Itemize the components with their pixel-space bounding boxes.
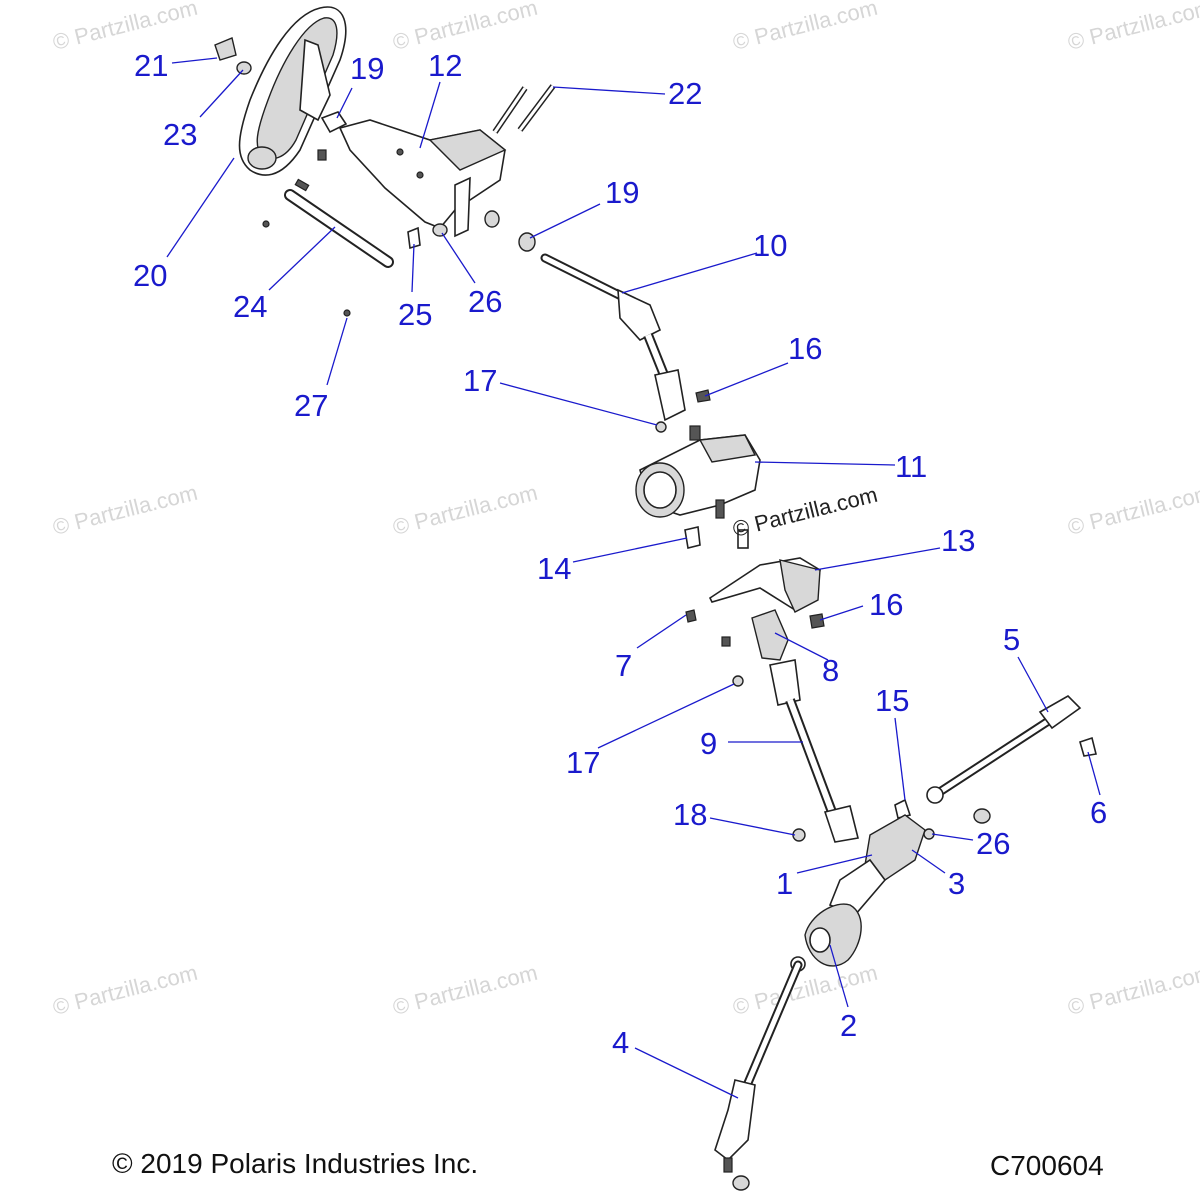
bolt-part-7 — [685, 609, 697, 623]
callout-17: 17 — [463, 363, 497, 398]
callout-17: 17 — [566, 745, 600, 780]
callout-26: 26 — [976, 826, 1010, 861]
bushing-part-19 — [320, 111, 348, 134]
callout-5: 5 — [1003, 622, 1020, 657]
callout-4: 4 — [612, 1025, 629, 1060]
callout-14: 14 — [537, 551, 571, 586]
callout-26: 26 — [468, 284, 502, 319]
mount-bracket-part — [708, 557, 821, 613]
nut-part-6 — [1079, 736, 1097, 757]
leader-lines — [166, 57, 1101, 1099]
callout-19: 19 — [350, 51, 384, 86]
callout-6: 6 — [1090, 795, 1107, 830]
callout-20: 20 — [133, 258, 167, 293]
watermark-layer: © Partzilla.com © Partzilla.com © Partzi… — [50, 0, 1200, 1020]
watermark-text: © Partzilla.com — [390, 480, 540, 540]
callout-15: 15 — [875, 683, 909, 718]
screw-part — [317, 149, 327, 161]
bolt-part-14 — [684, 526, 701, 549]
callout-25: 25 — [398, 297, 432, 332]
bushing-part — [484, 210, 500, 228]
lower-shaft-part — [769, 659, 859, 843]
callout-22: 22 — [668, 76, 702, 111]
callout-7: 7 — [615, 648, 632, 683]
bolt-part-16b — [809, 613, 825, 629]
callout-27: 27 — [294, 388, 328, 423]
callout-23: 23 — [163, 117, 197, 152]
callout-8: 8 — [822, 653, 839, 688]
callout-16: 16 — [788, 331, 822, 366]
callout-19: 19 — [605, 175, 639, 210]
callout-1: 1 — [776, 866, 793, 901]
watermark-text: © Partzilla.com — [1065, 960, 1200, 1020]
nut-part-17a — [655, 421, 667, 433]
tilt-bracket-part — [338, 119, 507, 238]
callout-9: 9 — [700, 726, 717, 761]
callout-21: 21 — [134, 48, 168, 83]
callout-11: 11 — [895, 449, 927, 484]
callout-13: 13 — [941, 523, 975, 558]
bolt-part-15 — [894, 798, 912, 819]
eps-unit-part — [635, 425, 761, 549]
bushing-part-19b — [518, 232, 536, 252]
upper-shaft-part — [540, 253, 686, 422]
nut-part-17b — [732, 675, 744, 687]
nut-part-23 — [236, 61, 252, 75]
stud-part-25 — [407, 226, 421, 250]
callout-3: 3 — [948, 866, 965, 901]
watermark-text: © Partzilla.com — [390, 960, 540, 1020]
callout-labels: 21 23 19 12 22 20 24 25 26 19 10 27 17 1… — [133, 48, 1107, 1060]
watermark-text: © Partzilla.com — [50, 960, 200, 1020]
watermark-text: © Partzilla.com — [1065, 0, 1200, 55]
watermark-text: © Partzilla.com — [390, 0, 540, 55]
steering-wheel-part — [238, 6, 347, 176]
callout-16: 16 — [869, 587, 903, 622]
parts-layer — [214, 6, 1097, 1191]
callout-18: 18 — [673, 797, 707, 832]
cap-part-21 — [214, 37, 237, 61]
callout-24: 24 — [233, 289, 267, 324]
watermark-text: © Partzilla.com — [730, 0, 880, 55]
callout-10: 10 — [753, 228, 787, 263]
watermark-text: © Partzilla.com — [730, 960, 880, 1020]
nut-part-tierod — [973, 808, 991, 824]
drawing-code: C700604 — [990, 1150, 1104, 1181]
gas-strut-part — [284, 178, 394, 268]
watermark-text: © Partzilla.com — [1065, 480, 1200, 540]
watermark-text: © Partzilla.com — [50, 480, 200, 540]
bolt-part-16a — [695, 389, 711, 403]
nut-part-26 — [432, 223, 448, 237]
watermark-text: © Partzilla.com — [50, 0, 200, 55]
boot-part-8 — [751, 609, 789, 661]
copyright-text: © 2019 Polaris Industries Inc. — [112, 1148, 478, 1179]
small-pin-part — [262, 220, 270, 228]
nut-part — [721, 636, 731, 647]
callout-2: 2 — [840, 1008, 857, 1043]
tie-rod-part-5 — [926, 695, 1082, 804]
small-pin-part-27 — [343, 309, 351, 317]
tie-rod-part-4 — [714, 956, 806, 1191]
callout-12: 12 — [428, 48, 462, 83]
steering-rack-part — [804, 814, 926, 967]
bolt-pair-part — [492, 84, 556, 134]
